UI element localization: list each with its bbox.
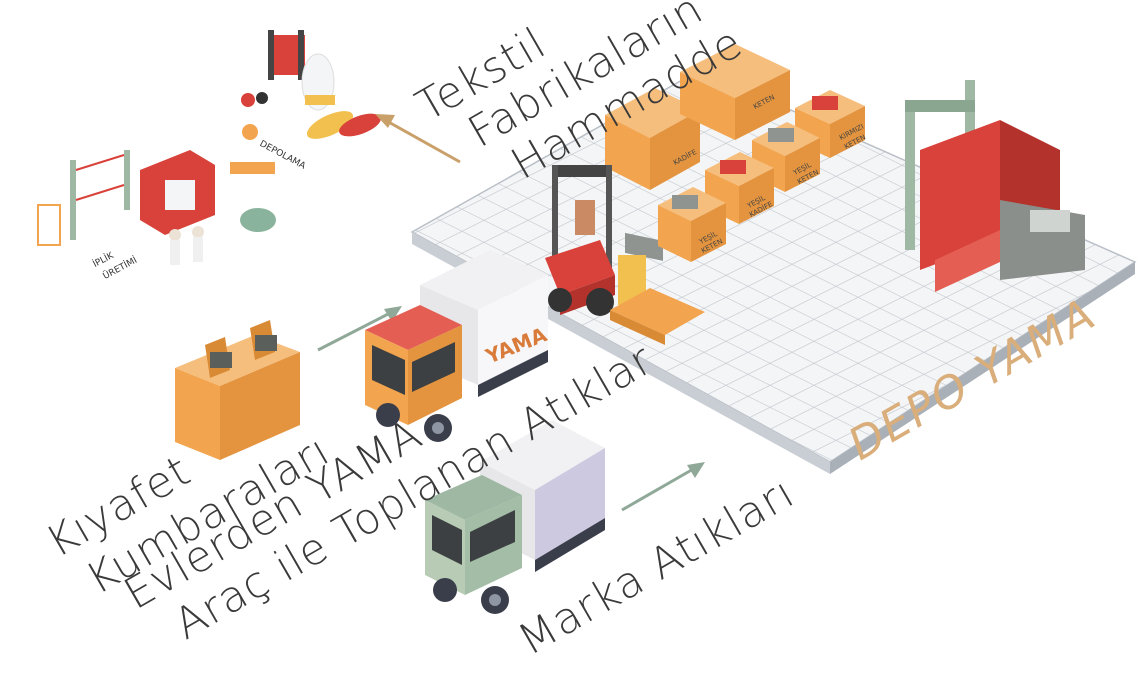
crate-yesil-kadife (705, 152, 774, 224)
orange-truck (365, 250, 548, 442)
crate-yesil-keten-b (658, 187, 726, 262)
loom-machine (905, 80, 1085, 292)
yarn-production-scene (37, 150, 276, 265)
arrow-brand (621, 462, 705, 512)
forklift (545, 165, 705, 345)
crate-kadife (605, 88, 700, 261)
green-truck (425, 420, 605, 614)
storage-small-scene (241, 30, 381, 140)
crate-keten (680, 44, 790, 140)
clothing-bins (175, 320, 300, 460)
arrow-raw-material (375, 114, 461, 164)
crate-kirmizi-keten (795, 90, 865, 158)
arrow-bins (317, 306, 402, 352)
